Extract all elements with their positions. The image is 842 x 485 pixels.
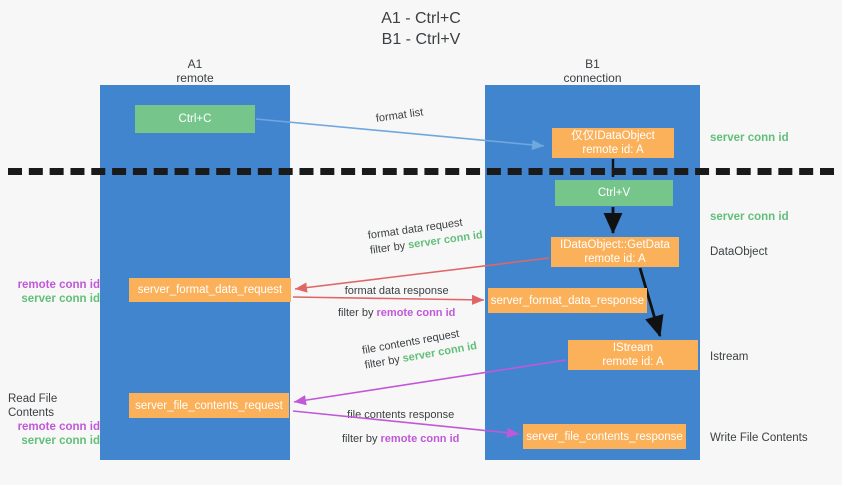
column-header-a1: A1 remote	[100, 57, 290, 85]
column-header-b1-name: B1	[585, 57, 600, 71]
arrow-label-file-contents-response-text: file contents response	[347, 409, 455, 421]
box-istream[interactable]: IStream remote id: A	[568, 340, 698, 370]
box-server-format-data-response-label: server_format_data_response	[490, 294, 645, 307]
diagram-title: A1 - Ctrl+C B1 - Ctrl+V	[381, 10, 461, 48]
column-header-a1-sub: remote	[176, 71, 214, 85]
left-label-format-server: server conn id	[21, 293, 100, 305]
box-server-file-contents-response-label: server_file_contents_response	[526, 430, 683, 443]
arrow-label-file-contents-response-filter: filter by remote conn id	[342, 433, 460, 445]
column-header-a1-name: A1	[187, 57, 203, 71]
right-label-istream: Istream	[710, 351, 749, 363]
filter-value-remote-conn-id-2: remote conn id	[380, 433, 460, 445]
left-label-read-file-contents: Read File Contents remote conn id server…	[8, 392, 100, 448]
right-label-write-file-contents: Write File Contents	[710, 432, 808, 444]
box-ctrl-c[interactable]: Ctrl+C	[135, 105, 255, 133]
right-label-server-conn-id-1: server conn id	[710, 132, 789, 144]
box-idataobject[interactable]: 仅仅IDataObject remote id: A	[552, 128, 674, 158]
box-ctrl-c-label: Ctrl+C	[178, 113, 212, 125]
arrow-label-format-data-response: format data response filter by remote co…	[338, 284, 455, 321]
box-server-format-data-response[interactable]: server_format_data_response	[488, 288, 647, 313]
box-istream-line1: IStream	[612, 342, 654, 354]
box-istream-line2: remote id: A	[602, 356, 664, 368]
box-server-file-contents-request[interactable]: server_file_contents_request	[129, 393, 289, 418]
box-server-file-contents-response[interactable]: server_file_contents_response	[523, 424, 686, 449]
box-getdata-line1: IDataObject::GetData	[560, 239, 670, 251]
box-getdata-line2: remote id: A	[584, 253, 646, 265]
left-label-read-heading: Read File Contents	[8, 393, 58, 419]
box-server-format-data-request[interactable]: server_format_data_request	[129, 278, 291, 302]
left-label-format-conn-ids: remote conn id server conn id	[8, 278, 100, 306]
filter-value-remote-conn-id: remote conn id	[376, 307, 456, 319]
left-label-file-server: server conn id	[21, 435, 100, 447]
box-ctrl-v[interactable]: Ctrl+V	[555, 180, 673, 206]
left-label-file-remote: remote conn id	[17, 421, 100, 433]
column-header-b1: B1 connection	[485, 57, 700, 85]
box-server-format-data-request-label: server_format_data_request	[137, 284, 283, 296]
box-server-file-contents-request-label: server_file_contents_request	[135, 399, 283, 412]
box-idataobject-getdata[interactable]: IDataObject::GetData remote id: A	[551, 237, 679, 267]
arrow-label-format-data-response-filter: filter by remote conn id	[338, 307, 456, 319]
dashed-divider	[8, 168, 834, 175]
box-idataobject-line1: 仅仅IDataObject	[571, 130, 655, 142]
arrow-label-file-contents-response: file contents response filter by remote …	[342, 408, 459, 447]
right-label-dataobject: DataObject	[710, 246, 768, 258]
box-idataobject-line2: remote id: A	[582, 144, 644, 156]
box-ctrl-v-label: Ctrl+V	[597, 187, 631, 199]
right-label-server-conn-id-2: server conn id	[710, 211, 789, 223]
arrow-label-format-data-response-text: format data response	[344, 285, 449, 297]
column-header-b1-sub: connection	[563, 71, 622, 85]
left-label-format-remote: remote conn id	[17, 279, 100, 291]
